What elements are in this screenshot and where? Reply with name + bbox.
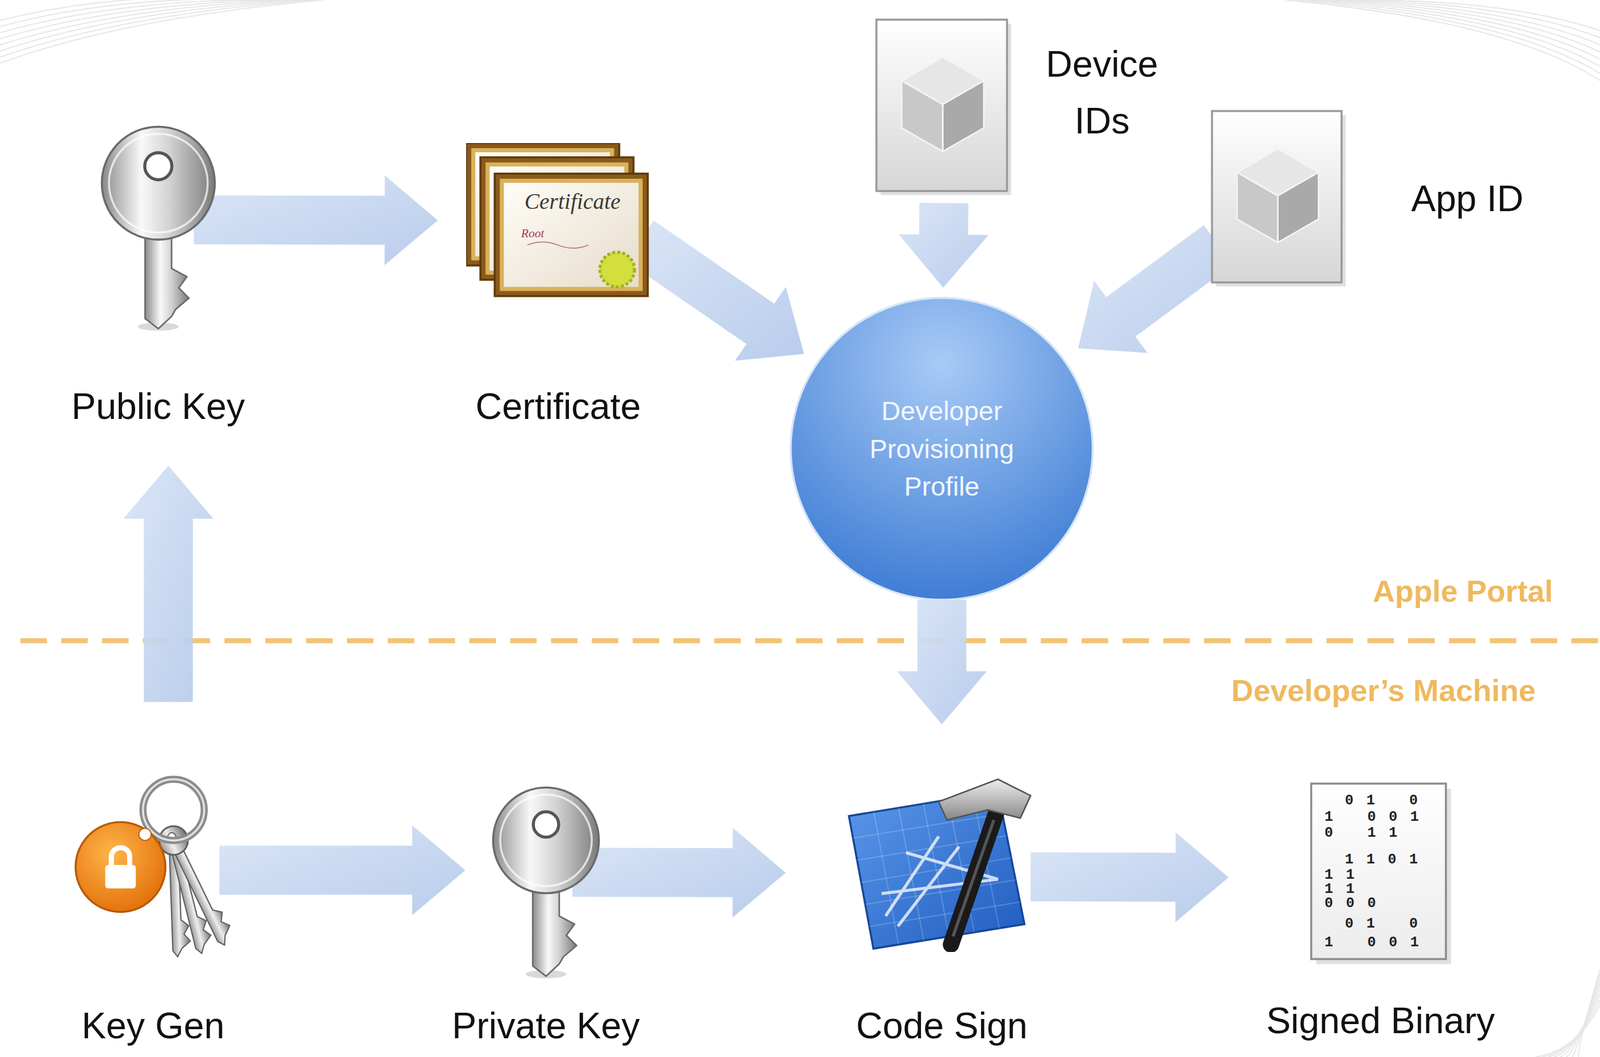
private-key: Private Key xyxy=(451,783,640,1047)
cert-icon xyxy=(466,143,650,299)
keyring-art xyxy=(71,773,236,967)
region-label: Apple Portal xyxy=(1372,575,1554,609)
app-id-doc: App ID xyxy=(1209,109,1524,289)
public-key: Public Key xyxy=(71,122,246,429)
graphic-part xyxy=(848,792,1025,950)
provisioning-profile-circle: Developer Provisioning Profile xyxy=(788,295,1095,602)
graphic-part xyxy=(943,80,984,152)
binary-digits: 1 0 0 1 xyxy=(1324,809,1422,826)
keyring-icon xyxy=(71,773,236,967)
node-title: Developer Provisioning Profile xyxy=(839,392,1044,506)
cert-art xyxy=(466,143,650,299)
binary-digits: 0 1 1 xyxy=(1324,825,1400,842)
key-gen: Key Gen xyxy=(71,773,236,1047)
graphic-part xyxy=(495,173,649,297)
key-icon xyxy=(97,122,220,332)
node-label: Device IDs xyxy=(1045,35,1159,150)
binary-digits: 0 1 0 xyxy=(1345,916,1421,933)
graphic-part xyxy=(0,0,315,58)
graphic-part xyxy=(532,885,577,977)
node-label: App ID xyxy=(1411,170,1524,228)
binary-digits: 1 0 0 1 xyxy=(1324,935,1422,952)
block-arrow xyxy=(1030,832,1229,923)
node-label: Certificate xyxy=(475,385,641,428)
xcode-art xyxy=(844,773,1039,953)
binary-digits: 1 1 xyxy=(1324,881,1357,898)
graphic-part xyxy=(0,0,307,52)
graphic-part xyxy=(1305,0,1600,67)
block-arrow xyxy=(193,175,438,266)
graphic-part xyxy=(143,779,205,841)
graphic-part xyxy=(527,241,589,249)
graphic-part xyxy=(138,828,152,841)
doc-art xyxy=(1209,109,1348,289)
certificate-inscription: Root xyxy=(521,227,545,241)
graphic-part xyxy=(1278,172,1319,244)
block-arrow xyxy=(898,202,989,288)
graphic-part xyxy=(109,133,208,233)
device-ids-doc: Device IDs xyxy=(874,17,1159,198)
graphic-part xyxy=(0,0,323,64)
graphic-part xyxy=(1295,0,1600,74)
node-label: Key Gen xyxy=(81,1004,225,1047)
block-arrow xyxy=(625,220,804,362)
graphic-part xyxy=(111,847,130,867)
graphic-part xyxy=(1212,111,1342,283)
graphic-part xyxy=(1285,0,1600,81)
block-arrow xyxy=(219,825,466,916)
graphic-part xyxy=(144,231,189,329)
graphic-part xyxy=(500,794,592,887)
key-art xyxy=(97,122,220,332)
graphic-part xyxy=(1578,969,1600,1057)
block-arrow xyxy=(123,465,213,702)
node-label: Code Sign xyxy=(856,1004,1028,1047)
graphic-part xyxy=(143,779,205,841)
graphic-part xyxy=(500,178,644,291)
graphic-part xyxy=(953,820,995,937)
graphic-part xyxy=(105,865,136,889)
graphic-part xyxy=(504,182,639,287)
block-arrow xyxy=(897,600,987,725)
doc-icon xyxy=(1209,109,1348,289)
graphic-part xyxy=(101,126,215,240)
certificate-inscription: Certificate xyxy=(524,189,621,215)
block-arrow xyxy=(1078,225,1234,354)
graphic-part xyxy=(951,814,996,945)
graphic-part xyxy=(173,844,235,948)
block-arrow xyxy=(572,827,786,918)
node-label: Signed Binary xyxy=(1266,999,1495,1042)
graphic-part xyxy=(75,822,166,913)
node-label: Public Key xyxy=(71,385,246,428)
binary-digits: 1 1 xyxy=(1324,867,1357,884)
key-art xyxy=(483,783,609,980)
graphic-part xyxy=(1311,783,1446,959)
node-label: Private Key xyxy=(451,1004,640,1047)
graphic-part xyxy=(492,787,599,894)
certificate: Certificate xyxy=(466,143,650,429)
key-icon xyxy=(483,783,609,980)
graphic-part xyxy=(495,173,649,297)
binary-digits: 0 0 0 xyxy=(1324,895,1378,912)
graphic-part xyxy=(144,152,173,180)
portal-divider xyxy=(20,638,1600,644)
doc-icon xyxy=(874,17,1013,198)
graphic-part xyxy=(901,80,943,152)
graphic-part xyxy=(1572,974,1600,1057)
graphic-part xyxy=(876,19,1008,191)
graphic-part xyxy=(533,811,559,838)
xcode-icon xyxy=(844,773,1039,953)
graphic-part xyxy=(1237,172,1279,244)
graphic-part xyxy=(600,252,635,287)
doc-art xyxy=(874,17,1013,198)
binary-digits: 1 1 0 1 xyxy=(1345,852,1421,869)
graphic-part xyxy=(790,298,1093,601)
code-sign: Code Sign xyxy=(844,773,1039,1047)
region-label: Developer’s Machine xyxy=(1230,673,1536,708)
graphic-part xyxy=(938,779,1031,821)
binary-digits: 0 1 0 xyxy=(1345,793,1421,810)
